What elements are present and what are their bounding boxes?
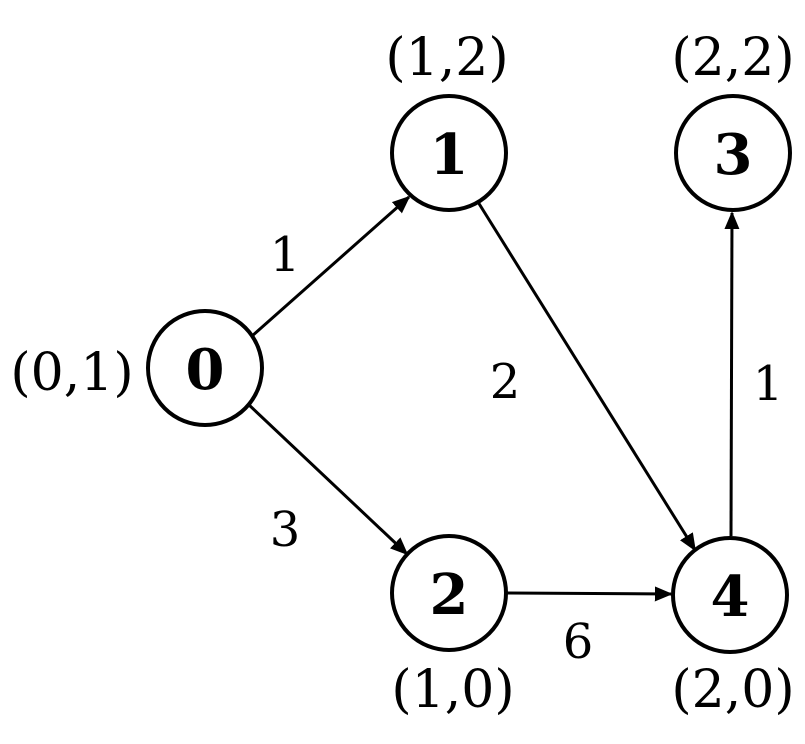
edge-0-to-2 xyxy=(246,402,409,556)
node-label-4: 4 xyxy=(711,564,750,630)
coord-label-0: (0,1) xyxy=(10,343,133,403)
node-label-0: 0 xyxy=(186,337,225,403)
node-circle-2[interactable] xyxy=(390,534,508,652)
node-circle-1[interactable] xyxy=(390,94,508,212)
edge-4-to-3 xyxy=(724,211,740,537)
node-circle-4[interactable] xyxy=(671,536,789,654)
edge-weight-2-4: 6 xyxy=(563,614,594,670)
coord-label-1: (1,2) xyxy=(385,28,508,88)
node-3[interactable]: 3 xyxy=(674,94,792,212)
edge-0-to-1 xyxy=(251,195,411,338)
node-label-1: 1 xyxy=(430,122,469,188)
edge-weight-1-4: 2 xyxy=(490,354,521,410)
coord-label-4: (2,0) xyxy=(671,660,794,720)
coord-labels-group: (0,1) (1,2) (1,0) (2,2) (2,0) xyxy=(10,28,794,720)
node-4[interactable]: 4 xyxy=(671,536,789,654)
node-1[interactable]: 1 xyxy=(390,94,508,212)
node-0[interactable]: 0 xyxy=(146,309,264,427)
node-label-3: 3 xyxy=(714,122,753,188)
edge-weight-0-2: 3 xyxy=(270,502,301,558)
edge-weight-0-1: 1 xyxy=(270,227,301,283)
node-2[interactable]: 2 xyxy=(390,534,508,652)
edge-weights-group: 1 3 2 6 1 xyxy=(270,227,784,670)
edges-group xyxy=(246,195,740,602)
edge-2-to-4 xyxy=(506,586,673,602)
edge-1-to-4 xyxy=(476,201,697,552)
coord-label-3: (2,2) xyxy=(671,28,794,88)
edge-weight-4-3: 1 xyxy=(753,356,784,412)
node-circle-0[interactable] xyxy=(146,309,264,427)
node-label-2: 2 xyxy=(430,562,469,628)
node-circle-3[interactable] xyxy=(674,94,792,212)
coord-label-2: (1,0) xyxy=(391,660,514,720)
